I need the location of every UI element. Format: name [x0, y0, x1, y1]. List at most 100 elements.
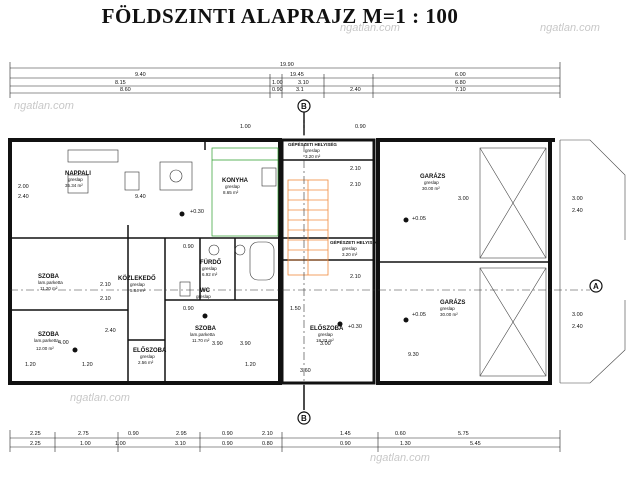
room-label-szoba-1: SZOBA lam.parketta 11.20 m²	[38, 274, 63, 291]
watermark: ngatlan.com	[370, 452, 430, 464]
dim-overall: 19.90	[280, 62, 294, 68]
top-dimension-lines	[9, 62, 561, 98]
svg-text:lam.parketta: lam.parketta	[34, 338, 59, 343]
svg-text:0.90: 0.90	[222, 431, 233, 437]
room-label-konyha: KONYHA greslap 8.65 m²	[222, 178, 249, 195]
svg-text:4.00: 4.00	[58, 340, 69, 346]
dim-top: 2.40	[350, 87, 361, 93]
svg-text:11.20 m²: 11.20 m²	[40, 286, 58, 291]
svg-text:FÜRDŐ: FÜRDŐ	[200, 259, 222, 266]
svg-text:greslap: greslap	[318, 332, 333, 337]
svg-text:B: B	[301, 102, 307, 111]
svg-text:greslap: greslap	[68, 177, 83, 182]
furniture	[67, 149, 277, 297]
svg-text:SZOBA: SZOBA	[195, 326, 217, 332]
dim-top: 7.10	[455, 87, 466, 93]
svg-text:8.65 m²: 8.65 m²	[223, 190, 239, 195]
room-label-garazs-1: GARÁZS greslap 30.00 m²	[420, 173, 445, 191]
svg-text:2.25: 2.25	[30, 431, 41, 437]
bottom-dimension-lines	[9, 430, 561, 452]
svg-text:3.10: 3.10	[175, 441, 186, 447]
svg-text:1.20: 1.20	[25, 362, 36, 368]
svg-text:2.95: 2.95	[176, 431, 187, 437]
dim-top: 1.00	[272, 80, 283, 86]
svg-text:6.92 m²: 6.92 m²	[202, 272, 218, 277]
svg-text:2.75: 2.75	[78, 431, 89, 437]
room-label-gepeszeti-2: GÉPÉSZETI HELYISÉG greslap 3.20 m²	[330, 238, 379, 257]
dim-top: 6.00	[455, 72, 466, 78]
room-label-wc: WC greslap	[196, 288, 211, 299]
staircase	[287, 179, 329, 276]
svg-text:1.00: 1.00	[240, 124, 251, 130]
dim-top: 0.90	[272, 87, 283, 93]
garage-door-marks	[479, 139, 626, 384]
svg-text:ELŐSZOBA: ELŐSZOBA	[133, 347, 167, 354]
svg-text:greslap: greslap	[130, 282, 145, 287]
svg-text:greslap: greslap	[440, 306, 455, 311]
svg-text:1.00: 1.00	[80, 441, 91, 447]
svg-text:2.10: 2.10	[100, 282, 111, 288]
svg-text:0.90: 0.90	[355, 124, 366, 130]
svg-text:KONYHA: KONYHA	[222, 178, 249, 184]
room-label-szoba-2: SZOBA lam.parketta 12.00 m²	[34, 332, 60, 351]
svg-text:2.25: 2.25	[30, 441, 41, 447]
section-marker-b-bottom: B	[297, 385, 311, 425]
svg-text:5.45: 5.45	[470, 441, 481, 447]
svg-text:2.40: 2.40	[18, 194, 29, 200]
svg-text:5.75: 5.75	[458, 431, 469, 437]
svg-text:2.40: 2.40	[105, 328, 116, 334]
room-label-nappali: NAPPALI greslap 35.34 m²	[65, 171, 91, 188]
room-label-eloszoba-2: ELŐSZOBA greslap 18.33 m²	[310, 325, 344, 343]
svg-text:greslap: greslap	[424, 180, 439, 185]
room-label-eloszoba-1: ELŐSZOBA greslap 2.56 m²	[133, 347, 167, 365]
svg-text:WC: WC	[200, 288, 211, 294]
svg-text:0.90: 0.90	[183, 244, 194, 250]
svg-text:SZOBA: SZOBA	[38, 332, 60, 338]
svg-text:0.90: 0.90	[222, 441, 233, 447]
svg-text:30.00 m²: 30.00 m²	[422, 186, 440, 191]
svg-text:NAPPALI: NAPPALI	[65, 171, 91, 177]
kitchen-outline	[211, 147, 279, 237]
bottom-dims-row2: 2.25 1.00 1.00 3.10 0.90 0.80 0.90 1.30 …	[30, 441, 481, 447]
svg-text:0.90: 0.90	[183, 306, 194, 312]
svg-text:0.60: 0.60	[395, 431, 406, 437]
dim-top: 19.45	[290, 72, 304, 78]
level-markers	[72, 211, 409, 353]
svg-text:lam.parketta: lam.parketta	[38, 280, 63, 285]
svg-text:ELŐSZOBA: ELŐSZOBA	[310, 325, 344, 332]
svg-text:2.10: 2.10	[350, 166, 361, 172]
svg-text:2.00: 2.00	[18, 184, 29, 190]
svg-text:greslap: greslap	[202, 266, 217, 271]
level-text: +0.30	[190, 209, 204, 215]
svg-text:2.10: 2.10	[262, 431, 273, 437]
svg-text:3.20 m²: 3.20 m²	[305, 154, 321, 159]
svg-text:1.30: 1.30	[400, 441, 411, 447]
room-label-garazs-2: GARÁZS greslap 30.00 m²	[440, 299, 465, 317]
section-marker-a-right: A	[589, 279, 603, 293]
svg-text:3.00: 3.00	[572, 196, 583, 202]
svg-text:0.90: 0.90	[340, 441, 351, 447]
svg-text:greslap: greslap	[225, 184, 240, 189]
svg-text:KÖZLEKEDŐ: KÖZLEKEDŐ	[118, 275, 156, 282]
svg-text:GÉPÉSZETI HELYISÉG: GÉPÉSZETI HELYISÉG	[330, 238, 379, 245]
svg-text:2.56 m²: 2.56 m²	[138, 360, 154, 365]
svg-text:greslap: greslap	[196, 294, 211, 299]
svg-text:2.10: 2.10	[350, 182, 361, 188]
svg-text:2.40: 2.40	[572, 324, 583, 330]
svg-text:2.10: 2.10	[100, 296, 111, 302]
svg-text:SZOBA: SZOBA	[38, 274, 60, 280]
svg-text:1.20: 1.20	[245, 362, 256, 368]
room-label-szoba-3: SZOBA lam.parketta 11.70 m²	[190, 326, 217, 343]
dim-top: 6.80	[455, 80, 466, 86]
svg-text:lam.parketta: lam.parketta	[190, 332, 215, 337]
svg-text:12.00 m²: 12.00 m²	[36, 346, 54, 351]
svg-text:1.45: 1.45	[340, 431, 351, 437]
svg-text:1.00: 1.00	[115, 441, 126, 447]
dim-top: 8.60	[120, 87, 131, 93]
svg-text:35.34 m²: 35.34 m²	[65, 183, 83, 188]
dim-top: 3.10	[298, 80, 309, 86]
svg-text:greslap: greslap	[305, 148, 320, 153]
svg-text:greslap: greslap	[140, 354, 155, 359]
svg-text:greslap: greslap	[342, 246, 357, 251]
svg-text:3.00: 3.00	[320, 341, 331, 347]
